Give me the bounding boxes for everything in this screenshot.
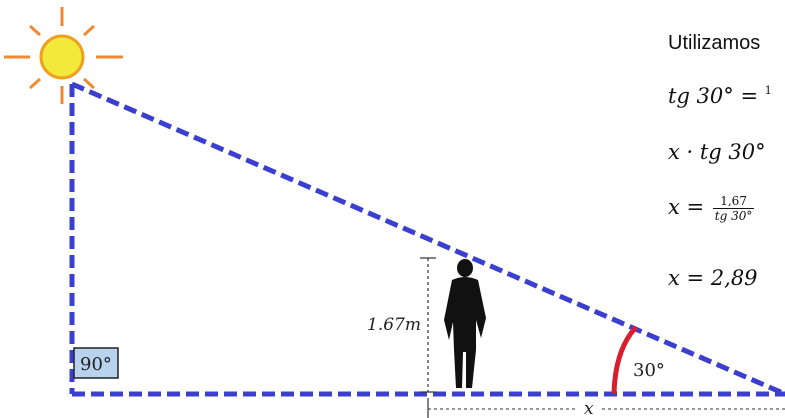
shadow-label: x (584, 399, 594, 418)
equation-2: x · tg 30° (668, 140, 766, 164)
shadow-dimension: x (427, 398, 785, 418)
right-angle-label: 90° (80, 354, 112, 375)
equation-4: x = 2,89 (668, 266, 758, 290)
person-silhouette-icon (444, 259, 486, 388)
fraction-numerator: 1,67 (712, 194, 755, 209)
sun-icon (4, 7, 123, 104)
equation-2-text: x · tg 30° (668, 140, 766, 164)
fraction-denominator: tg 30° (714, 209, 753, 223)
triangle-hypotenuse (71, 81, 785, 397)
equation-1-text: tg 30° = (668, 84, 765, 108)
equation-1: tg 30° = 1 (668, 84, 772, 108)
equation-4-text: x = 2,89 (668, 266, 758, 290)
person-height-label: 1.67m (367, 315, 421, 335)
right-angle-marker: 90° (73, 347, 119, 379)
angle-arc (611, 325, 638, 395)
triangle (69, 81, 785, 397)
solution-intro: Utilizamos (668, 32, 761, 54)
height-dimension: 1.67m (367, 257, 436, 393)
angle-label: 30° (633, 360, 665, 381)
equation-3-lhs: x = (668, 195, 711, 219)
equation-1-cut: 1 (764, 84, 772, 97)
